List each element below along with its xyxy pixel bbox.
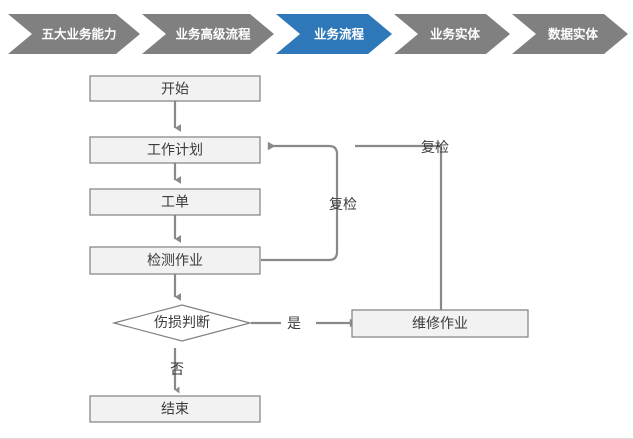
breadcrumb-shape-1 [142,14,274,54]
breadcrumb-shape-3 [394,14,510,54]
edge-label-recheck-outer: 复检 [421,139,449,156]
breadcrumb-label-3: 业务实体 [430,27,481,42]
node-repair[interactable]: 维修作业 [351,309,529,338]
breadcrumb-shape-2 [276,14,392,54]
node-decision[interactable]: 伤损判断 [111,304,253,342]
breadcrumb-item-3[interactable]: 业务实体 [394,14,510,54]
node-start-label: 开始 [161,82,189,98]
node-decision-label: 伤损判断 [154,315,210,331]
breadcrumb-label-1: 业务高级流程 [175,27,251,42]
breadcrumb-label-2: 业务流程 [314,27,365,42]
node-inspect[interactable]: 检测作业 [89,246,261,275]
node-end[interactable]: 结束 [89,395,261,423]
node-workorder[interactable]: 工单 [89,188,261,216]
node-end-label: 结束 [161,402,189,418]
breadcrumb-item-4[interactable]: 数据实体 [512,14,628,54]
breadcrumb-item-0[interactable]: 五大业务能力 [8,14,140,54]
breadcrumb-item-2[interactable]: 业务流程 [276,14,392,54]
breadcrumb-label-0: 五大业务能力 [41,27,116,42]
breadcrumb-label-4: 数据实体 [547,27,599,42]
breadcrumb-shape-4 [512,14,628,54]
edge-repair-to-workplan-recheck [355,144,443,310]
node-inspect-label: 检测作业 [147,253,203,269]
node-workplan[interactable]: 工作计划 [89,136,261,164]
node-start[interactable]: 开始 [89,75,261,102]
node-repair-label: 维修作业 [412,316,468,332]
edge-inspect-to-workplan-recheck [261,141,339,262]
edge-label-no: 否 [170,362,184,378]
breadcrumb-item-1[interactable]: 业务高级流程 [142,14,274,54]
node-workorder-label: 工单 [161,195,189,211]
breadcrumb-shape-0 [8,14,140,54]
edge-label-recheck-inner: 复检 [329,196,357,213]
edge-label-yes: 是 [287,316,301,332]
node-workplan-label: 工作计划 [147,143,203,159]
